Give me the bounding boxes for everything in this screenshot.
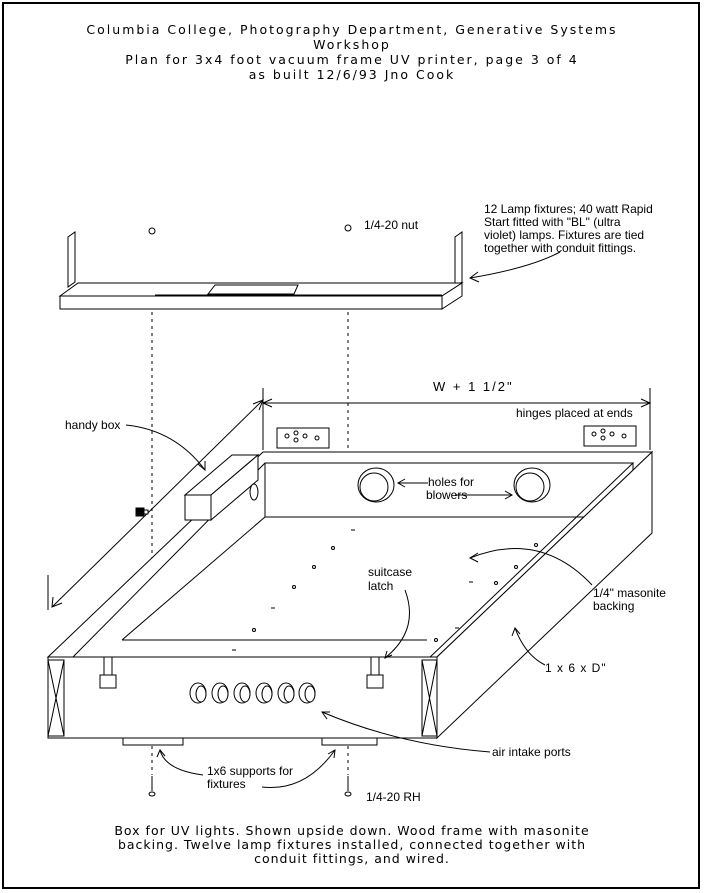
width-dimension — [261, 388, 652, 450]
nut-right — [344, 224, 352, 232]
label-rh: 1/4-20 RH — [366, 790, 421, 804]
label-nut: 1/4-20 nut — [364, 218, 419, 232]
label-handy-box: handy box — [65, 418, 120, 432]
title-line-1: Columbia College, Photography Department… — [86, 22, 618, 37]
annotations: 12 Lamp fixtures; 40 watt Rapid Start fi… — [65, 202, 666, 804]
label-lamp-fixtures-1: 12 Lamp fixtures; 40 watt Rapid — [484, 202, 653, 216]
label-holes-2: blowers — [426, 488, 467, 502]
caption-line-1: Box for UV lights. Shown upside down. Wo… — [114, 823, 590, 838]
label-supports-1: 1x6 supports for — [207, 764, 293, 778]
label-lamp-fixtures-3: violet) lamps. Fixtures are tied — [484, 228, 644, 242]
label-hinges: hinges placed at ends — [516, 406, 633, 420]
bolt-right — [344, 776, 352, 797]
title-block: Columbia College, Photography Department… — [0, 22, 704, 82]
depth-dimension — [47, 399, 264, 610]
label-masonite-2: backing — [593, 599, 634, 613]
title-line-4: as built 12/6/93 Jno Cook — [248, 67, 456, 82]
hinge-left — [276, 427, 330, 449]
label-lamp-fixtures-4: together with conduit fittings. — [484, 241, 636, 255]
label-lamp-fixtures-2: Start fitted with "BL" (ultra — [484, 215, 621, 229]
label-lumber: 1 x 6 x D" — [545, 661, 607, 675]
title-line-3: Plan for 3x4 foot vacuum frame UV printe… — [125, 52, 579, 67]
caption-block: Box for UV lights. Shown upside down. Wo… — [0, 824, 704, 866]
caption-line-2: backing. Twelve lamp fixtures installed,… — [117, 837, 587, 852]
label-holes-1: holes for — [428, 475, 474, 489]
label-suitcase-2: latch — [368, 579, 393, 593]
label-width: W + 1 1/2" — [433, 379, 514, 394]
plug — [135, 507, 149, 517]
bolt-left — [148, 776, 156, 797]
nut-left — [148, 227, 156, 235]
label-supports-2: fixtures — [207, 777, 246, 791]
leader-lines — [125, 251, 593, 789]
uv-light-box — [46, 450, 654, 746]
hinge-right — [583, 425, 637, 447]
label-masonite-1: 1/4" masonite — [593, 586, 666, 600]
fixture-rail — [58, 231, 464, 310]
title-line-2: Workshop — [313, 37, 391, 52]
caption-line-3: conduit fittings, and wired. — [254, 851, 450, 866]
label-suitcase-1: suitcase — [368, 565, 412, 579]
label-air-intake: air intake ports — [492, 745, 571, 759]
